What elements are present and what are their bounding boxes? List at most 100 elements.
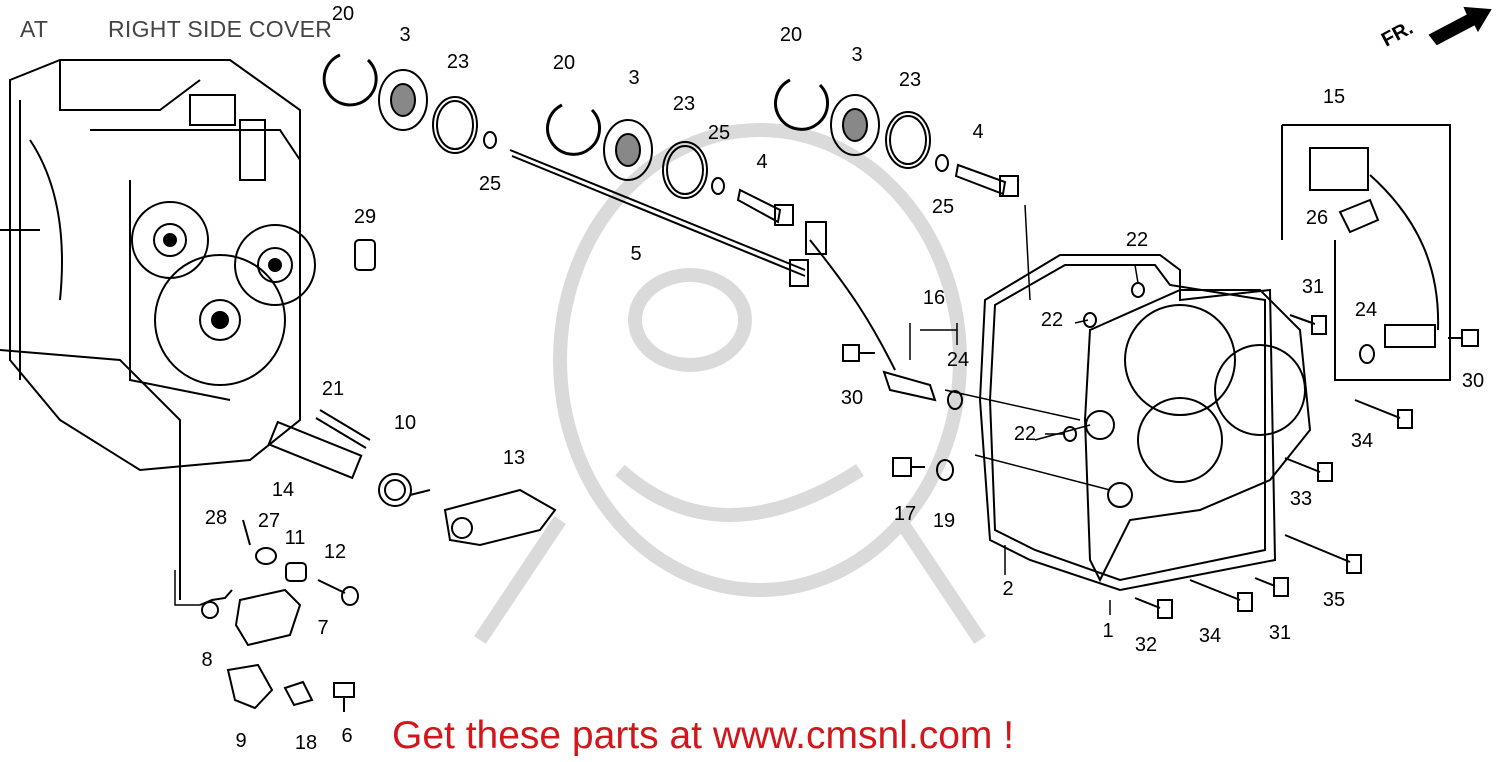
bracket-7	[234, 588, 302, 647]
bolt-34-b	[1189, 579, 1253, 612]
washer-24	[947, 390, 963, 410]
callout-20: 20	[779, 24, 803, 46]
leader-lines	[909, 204, 1139, 615]
shaft-14	[267, 420, 363, 480]
callout-12: 12	[323, 541, 347, 563]
bolt-30-a	[842, 344, 875, 362]
callout-19: 19	[932, 510, 956, 532]
callout-17: 17	[893, 503, 917, 525]
washer-25-b	[711, 177, 725, 195]
shaft-5	[509, 149, 809, 287]
callout-15: 15	[1322, 86, 1346, 108]
gear-center	[154, 254, 286, 386]
seal-3-a	[378, 69, 428, 131]
circlip-20-c	[774, 78, 830, 131]
collar-11	[285, 562, 307, 582]
model-code: AT	[20, 16, 49, 42]
bolt-32	[1134, 597, 1173, 619]
callout-2: 2	[1002, 578, 1014, 600]
callout-16: 16	[922, 287, 946, 309]
callout-20: 20	[552, 52, 576, 74]
callout-24: 24	[946, 349, 970, 371]
leader-8	[174, 570, 200, 606]
shaft-4-a	[736, 188, 794, 226]
seal-3-c	[830, 94, 880, 156]
callout-24: 24	[1354, 299, 1378, 321]
callout-23: 23	[446, 51, 470, 73]
clip-18	[283, 680, 314, 707]
bolt-31-b	[1254, 577, 1289, 597]
callout-9: 9	[235, 730, 247, 752]
callout-35: 35	[1322, 589, 1346, 611]
circlip-20-a	[322, 53, 378, 107]
callout-18: 18	[294, 732, 318, 754]
callout-31: 31	[1268, 622, 1292, 644]
callout-26: 26	[1305, 207, 1329, 229]
bolt-12	[317, 579, 359, 606]
callout-3: 3	[628, 67, 640, 89]
callout-3: 3	[851, 44, 863, 66]
callout-32: 32	[1134, 634, 1158, 656]
nut-27	[255, 547, 277, 565]
callout-25: 25	[931, 196, 955, 218]
shaft-4-b	[954, 163, 1019, 197]
callout-31: 31	[1301, 276, 1325, 298]
bolt-35	[1284, 534, 1362, 574]
bolt-33	[1284, 457, 1333, 482]
spring-8	[199, 589, 233, 619]
callout-5: 5	[630, 243, 642, 265]
washer-25-c	[935, 154, 949, 172]
bolt-34-a	[1354, 399, 1413, 429]
clip-26	[1338, 198, 1380, 234]
callout-21: 21	[321, 378, 345, 400]
callout-23: 23	[898, 69, 922, 91]
sensor-16	[805, 221, 937, 402]
callout-20: 20	[331, 3, 355, 25]
transmission-case	[0, 59, 301, 600]
diagram-title: RIGHT SIDE COVER	[108, 16, 333, 42]
gasket-2	[978, 254, 1277, 592]
bolt-17	[892, 457, 925, 477]
callout-4: 4	[972, 121, 984, 143]
callout-14: 14	[271, 479, 295, 501]
connector-15	[1309, 147, 1440, 348]
circlip-20-b	[546, 103, 602, 156]
callout-7: 7	[317, 617, 329, 639]
parts-shop-link[interactable]: Get these parts at www.cmsnl.com !	[392, 714, 1015, 757]
pin-29	[354, 239, 376, 271]
washer-22-a	[1131, 282, 1145, 298]
callout-8: 8	[201, 649, 213, 671]
callout-13: 13	[502, 447, 526, 469]
seal-3-b	[603, 119, 653, 181]
callout-11: 11	[284, 527, 306, 549]
callout-25: 25	[707, 122, 731, 144]
callout-4: 4	[756, 151, 768, 173]
gear-left	[131, 201, 209, 279]
bolt-31-a	[1289, 314, 1327, 335]
callout-10: 10	[393, 412, 417, 434]
bolt-6	[333, 682, 355, 712]
callout-34: 34	[1198, 625, 1222, 647]
callout-30: 30	[1461, 370, 1485, 392]
washer-22-b	[1083, 312, 1097, 328]
right-side-cover-1	[1083, 289, 1312, 583]
callout-28: 28	[204, 507, 228, 529]
lever-13	[443, 488, 557, 547]
pin-21	[315, 409, 371, 449]
callout-34: 34	[1350, 430, 1374, 452]
callout-22: 22	[1013, 423, 1037, 445]
callout-22: 22	[1040, 309, 1064, 331]
watermark-logo	[474, 123, 986, 644]
callout-1: 1	[1102, 620, 1114, 642]
callout-22: 22	[1125, 229, 1149, 251]
cotter-28	[242, 519, 251, 546]
gear-right	[234, 224, 316, 306]
part-9	[226, 663, 274, 710]
o-ring-23-c	[885, 111, 931, 169]
callout-27: 27	[257, 510, 281, 532]
o-ring-23-a	[432, 96, 478, 154]
o-ring-23-b	[662, 141, 708, 199]
washer-24-b	[1359, 344, 1375, 364]
